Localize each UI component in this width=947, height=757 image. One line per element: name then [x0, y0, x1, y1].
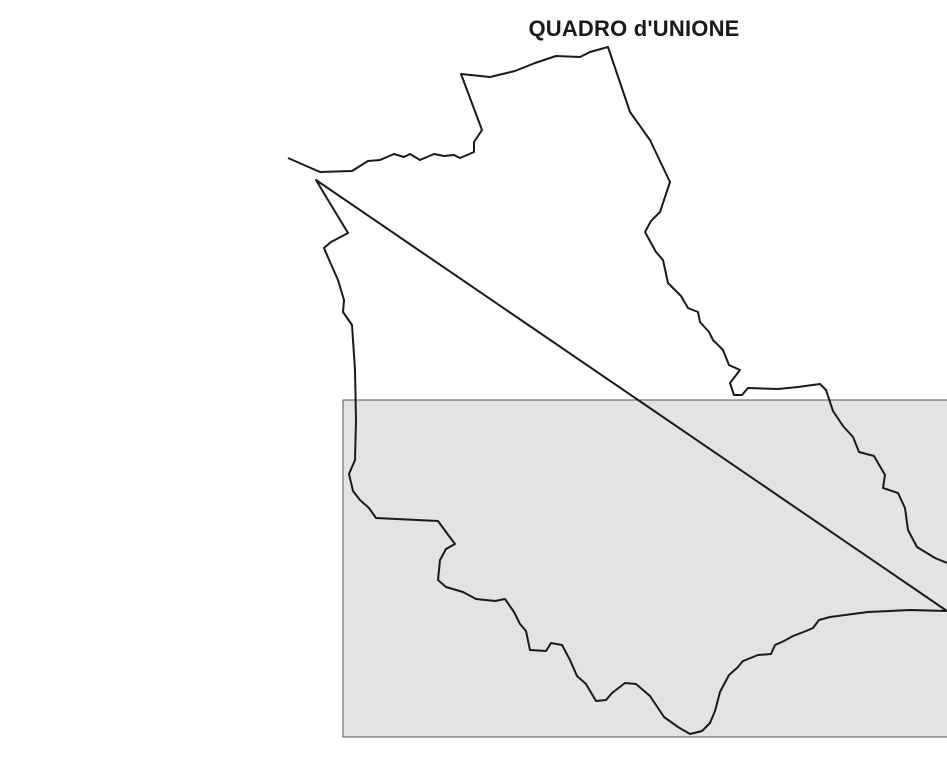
map-title: QUADRO d'UNIONE — [528, 16, 740, 41]
municipality-boundary — [287, 46, 947, 735]
map-sheet-highlight[interactable] — [342, 399, 947, 738]
